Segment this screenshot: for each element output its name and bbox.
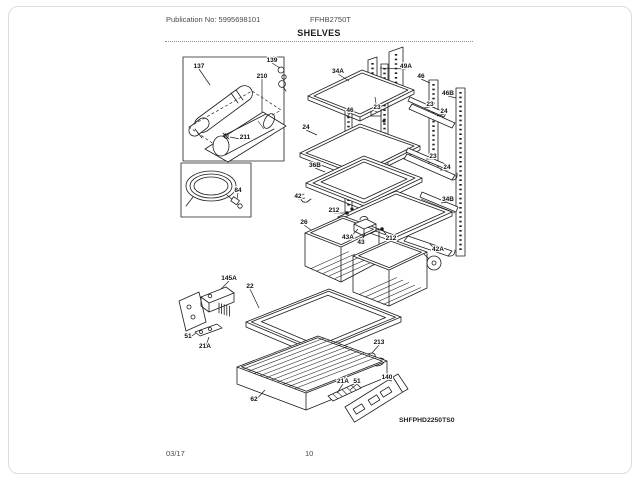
callout-leader-51 [349,383,358,391]
callout-leader-51 [187,332,197,340]
diagram-watermark: SHFPHD2250TS0 [399,417,455,424]
part-callout-34B: 34B [442,196,454,203]
callout-leader-42 [297,197,306,200]
part-callout-140: 140 [382,374,393,381]
callout-leader-23 [374,96,378,111]
part-callout-139: 139 [267,57,278,64]
footer-page-number: 10 [305,449,314,458]
part-callout-23: 23 [373,104,381,111]
callout-leader-23 [423,106,431,109]
callout-leader-42A [429,243,439,253]
part-callout-210: 210 [257,73,268,80]
part-callout-26: 26 [300,219,308,226]
callout-leader-21A [336,383,344,394]
part-callout-51: 51 [184,333,192,340]
part-callout-211: 211 [240,134,251,141]
page-title: SHELVES [297,28,341,38]
callout-leader-212 [381,228,392,242]
callout-leader-211 [229,136,246,141]
publication-number: Publication No: 5995698101 [166,15,261,24]
callout-leader-46 [346,112,351,118]
callout-leader-84 [236,192,239,200]
part-callout-46B: 46B [442,90,454,97]
callout-leader-36B [314,167,326,173]
part-callout-23: 23 [429,153,437,160]
callout-leader-22 [249,288,260,309]
callout-leader-43A [347,228,359,241]
part-callout-46: 46 [346,107,354,114]
part-callout-137: 137 [194,63,205,70]
part-callout-43: 43 [357,239,365,246]
part-callout-212: 212 [329,207,340,214]
part-callout-49A: 49A [400,63,412,70]
part-callout-46: 46 [417,73,425,80]
part-callout-24: 24 [440,108,448,115]
callout-leader-62 [253,389,266,403]
part-callout-212: 212 [386,235,397,242]
callout-leader-213 [371,344,380,354]
footer-date: 03/17 [166,449,185,458]
callout-leader-140 [386,379,393,382]
callout-leader-43 [360,232,366,246]
callout-leader-34A [337,73,350,82]
callout-leader-139 [271,62,281,69]
part-callout-84: 84 [234,187,242,194]
callout-leader-34B [440,201,449,204]
part-callout-43A: 43A [342,234,354,241]
part-callout-24: 24 [443,164,451,171]
callout-leader-49A [379,67,407,70]
part-callout-62: 62 [250,396,258,403]
callout-leader-137 [198,68,211,86]
callout-leader-21A [204,336,210,350]
callout-leader-24 [305,129,318,136]
callout-leader-26 [303,224,312,231]
callout-leader-145A [220,280,230,290]
part-callout-51: 51 [353,378,361,385]
model-number: FFHB2750T [310,15,351,24]
part-callout-24: 24 [302,124,310,131]
part-callout-21A: 21A [337,378,349,385]
part-callout-23: 23 [426,101,434,108]
part-callout-34A: 34A [332,68,344,75]
part-callout-36B: 36B [309,162,321,169]
part-callout-213: 213 [374,339,385,346]
part-callout-22: 22 [246,283,254,290]
callout-leader-46B [447,95,457,99]
callout-leader-24 [436,113,445,117]
part-callout-145A: 145A [221,275,237,282]
part-callout-42: 42 [294,193,302,200]
header-rule [165,41,473,42]
part-callout-42A: 42A [432,246,444,253]
callout-leader-46 [420,78,431,84]
part-callout-21A: 21A [199,343,211,350]
